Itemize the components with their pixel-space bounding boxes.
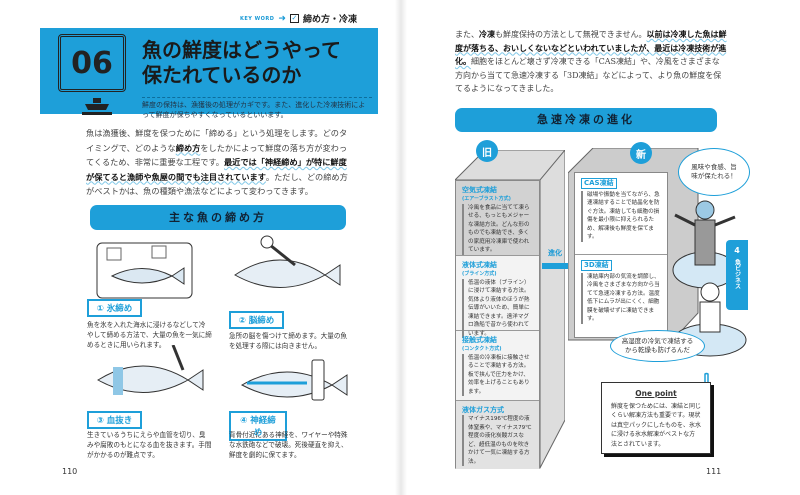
method-desc: 凍結庫内部の気流を調節し、冷風をさまざまな方向から当てて急速冷凍する方法。温度低… (581, 272, 661, 324)
page-subtitle: 鮮度の保持は、漁獲後の処理がカギです。また、進化した冷凍技術によって鮮度が保ちや… (142, 97, 372, 120)
tab-number: 4 (734, 246, 740, 255)
new-method-3d: 3D凍結 凍結庫内部の気流を調節し、冷風をさまざまな方向から当てて急速冷凍する方… (575, 255, 667, 339)
chapter-side-tab[interactable]: 4 魚ビジネス (726, 240, 748, 310)
method-desc-bleed: 生きているうちにえらや血管を切り、臭みや腐敗のもとになる血を抜きます。手間がかか… (87, 431, 212, 459)
speech-bubble-top: 風味や食感、旨味が保たれる！ (678, 148, 750, 196)
method-title: 液体式凍結 (462, 261, 497, 269)
text-segment: また、 (455, 30, 479, 39)
method-label-brain: ② 脳締め (229, 311, 284, 329)
one-point-text: 鮮度を保つためには、凍結と同じくらい解凍方法も重要です。現状は真空パックにしたも… (611, 402, 702, 448)
keyword-text: 締め方・冷凍 (302, 15, 357, 25)
title-line-1: 魚の鮮度はどうやって (142, 38, 341, 62)
new-method-cas: CAS凍結 磁場や振動を当てながら、急速凍結することで結晶化を防ぐ方法。凍結して… (575, 173, 667, 255)
text-segment: 。ただし、どの締め方がベストかは、魚の種類や漁法などによって変わってきます。 (86, 171, 348, 197)
tab-label: 魚ビジネス (733, 259, 741, 289)
text-segment: も鮮度保持の方法として無視できません。 (495, 30, 647, 39)
method-desc: 冷風を食品に当てて凍らせる、もっともメジャーな凍結方法。どんな形のものでも凍結で… (462, 203, 533, 255)
left-page: KEY WORD ➜ ✓ 締め方・冷凍 06 魚の鮮度はどうやって 保たれている… (40, 12, 378, 476)
new-methods-column: CAS凍結 磁場や振動を当てながら、急速凍結することで結晶化を防ぐ方法。凍結して… (574, 172, 668, 338)
method-desc: マイナス196℃程度の液体窒素や、マイナス79℃程度の液化炭酸ガスなど、超低温の… (462, 415, 533, 466)
section-banner: 主な魚の締め方 (90, 205, 346, 230)
old-method-liquid-gas: 液体ガス方式 マイナス196℃程度の液体窒素や、マイナス79℃程度の液化炭酸ガス… (456, 401, 539, 469)
method-label-bleed: ③ 血抜き (87, 411, 142, 429)
method-title: 接触式凍結 (462, 336, 497, 344)
method-title: 3D凍結 (581, 260, 612, 271)
page-number-right: 111 (706, 467, 722, 476)
old-methods-column: 空気式凍結 (エアーブラスト方式) 冷風を食品に当てて凍らせる、もっともメジャー… (455, 180, 540, 469)
book-gutter (395, 0, 407, 495)
new-label: 新 (630, 142, 652, 164)
section-banner-right: 急速冷凍の進化 (455, 108, 717, 132)
intro-text-right: また、冷凍も鮮度保持の方法として無視できません。以前は冷凍した魚は鮮度が落ちる、… (455, 28, 727, 96)
method-desc-nerve: 背骨付近にある神経を、ワイヤーや特殊な水鉄砲などで破壊。死後硬直を抑え、鮮度を劇… (229, 431, 348, 459)
method-label-nerve: ④ 神経締め (229, 411, 287, 441)
one-point-box: One point 鮮度を保つためには、凍結と同じくらい解凍方法も重要です。現状… (601, 382, 711, 454)
ship-icon (82, 96, 112, 120)
emphasis: 最近では「神経締め」が特に鮮度が保てると漁師や魚屋の間でも注目されています (86, 157, 347, 182)
emphasis: 以前は冷凍した魚は鮮度が落ちる、おいしくないなどといわれていましたが、最近は冷凍… (455, 29, 727, 66)
method-desc: 低温の液体（ブライン）に浸けて凍結する方法。気体より液体のほうが熱伝導がいいため… (462, 278, 533, 338)
method-desc: 磁場や振動を当てながら、急速凍結することで結晶化を防ぐ方法。凍結しても細胞の損傷… (581, 190, 661, 242)
brain-spike-fish-illustration (225, 230, 345, 306)
old-method-contact: 接触式凍結 (コンタクト方式) 低温の冷凍板に接触させることで凍結する方法。板で… (456, 331, 539, 401)
evolve-label: 進化 (548, 249, 562, 257)
old-method-brine: 液体式凍結 (ブライン方式) 低温の液体（ブライン）に浸けて凍結する方法。気体よ… (456, 256, 539, 338)
old-method-air: 空気式凍結 (エアーブラスト方式) 冷風を食品に当てて凍らせる、もっともメジャー… (456, 181, 539, 256)
text-segment: 細胞をほとんど壊さず冷凍できる「CAS凍結」や、冷風をさまざまな方向から当てて急… (455, 57, 722, 93)
speech-bubble-bottom: 高湿度の冷気で凍結するから乾燥も防げるんだ (610, 330, 705, 362)
intro-text: 魚は漁獲後、鮮度を保つために「締める」という処理をします。どのタイミングで、どの… (86, 126, 351, 199)
method-subtitle: (エアーブラスト方式) (462, 196, 511, 202)
text-segment: 魚は漁獲後、鮮度を保つために「締める」という処理をします。どのタイミングで、どの… (86, 128, 348, 153)
checkbox-icon: ✓ (289, 14, 299, 23)
emphasis: 締め方 (175, 142, 201, 153)
nerve-wire-fish-illustration (232, 355, 352, 417)
method-label-ice: ① 氷締め (87, 299, 142, 317)
paperclip-icon (700, 370, 710, 392)
page-number-left: 110 (62, 467, 78, 476)
old-label: 旧 (476, 140, 498, 162)
person-top-illustration (670, 195, 740, 294)
method-title: 液体ガス方式 (462, 406, 504, 414)
page-title: 魚の鮮度はどうやって 保たれているのか (142, 38, 372, 88)
method-subtitle: (コンタクト方式) (462, 346, 502, 352)
method-title: CAS凍結 (581, 178, 617, 189)
bleeding-fish-illustration (88, 344, 208, 413)
method-desc: 低温の冷凍板に接触させることで凍結する方法。板で挟んで圧力をかけ、効率を上げるこ… (462, 353, 533, 396)
title-line-2: 保たれているのか (142, 63, 302, 87)
one-point-title: One point (635, 389, 677, 398)
right-page: また、冷凍も鮮度保持の方法として無視できません。以前は冷凍した魚は鮮度が落ちる、… (408, 0, 800, 495)
method-title: 空気式凍結 (462, 186, 497, 194)
method-desc-brain: 急所の脳を傷つけて締めます。大量の魚を処理する際には向きません。 (229, 332, 348, 350)
keyword-tag: KEY WORD ➜ ✓ 締め方・冷凍 (240, 12, 357, 26)
keyword-label: KEY WORD (240, 15, 275, 22)
chapter-number: 06 (58, 34, 126, 92)
arrow-icon: ➜ (278, 13, 286, 24)
method-subtitle: (ブライン方式) (462, 271, 497, 277)
text-segment: をしたかによって鮮度の落ち方が変わってくるため、非常に重要な工程です。 (86, 142, 348, 168)
method-desc-ice: 魚を氷を入れた海水に浸けるなどして冷やして締める方法で、大量の魚を一気に締めると… (87, 321, 212, 349)
emphasis: 冷凍 (479, 29, 495, 39)
ice-bath-fish-illustration (92, 238, 202, 306)
